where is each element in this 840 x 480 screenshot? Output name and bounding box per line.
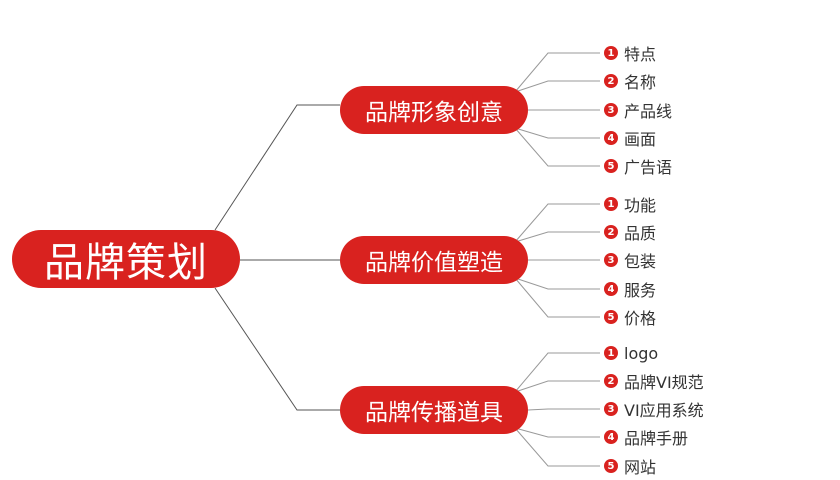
root-connector-1 <box>214 104 340 231</box>
leaf-item: 3 产品线 <box>604 99 672 121</box>
number-badge: 3 <box>604 402 618 416</box>
leaf-connector <box>514 427 600 438</box>
leaf-label: 品牌手册 <box>624 429 689 448</box>
number-badge: 1 <box>604 346 618 360</box>
number-badge: 3 <box>604 103 618 117</box>
number-badge: 4 <box>604 430 618 444</box>
leaf-connector <box>514 427 600 467</box>
leaf-item: 2 品质 <box>604 221 656 243</box>
leaf-label: logo <box>624 343 659 363</box>
leaf-label: VI应用系统 <box>624 401 704 420</box>
root-node: 品牌策划 <box>12 230 240 288</box>
leaf-connector <box>514 380 600 393</box>
leaf-connector <box>514 277 600 290</box>
leaf-connector <box>514 203 600 243</box>
leaf-connector <box>514 352 600 393</box>
leaf-item: 3 包装 <box>604 249 656 271</box>
leaf-label: 品牌VI规范 <box>624 373 704 392</box>
leaf-label: 特点 <box>624 45 657 64</box>
leaf-label: 网站 <box>624 458 657 477</box>
leaf-label: 包装 <box>624 252 657 271</box>
leaf-label: 广告语 <box>624 158 673 177</box>
number-badge: 1 <box>604 46 618 60</box>
root-connector-3 <box>214 287 340 411</box>
branch-node: 品牌价值塑造 <box>340 236 528 284</box>
leaf-item: 3 VI应用系统 <box>604 398 704 420</box>
leaf-label: 产品线 <box>624 102 673 121</box>
leaf-item: 2 品牌VI规范 <box>604 370 704 392</box>
leaf-connector <box>527 408 600 411</box>
leaf-item: 1 特点 <box>604 42 656 64</box>
leaf-label: 功能 <box>624 196 657 215</box>
leaf-label: 品质 <box>624 224 657 243</box>
leaf-item: 1 功能 <box>604 193 656 215</box>
leaf-item: 5 价格 <box>604 306 656 328</box>
branch-node: 品牌传播道具 <box>340 386 528 434</box>
leaf-item: 5 广告语 <box>604 155 672 177</box>
leaf-label: 价格 <box>624 309 657 328</box>
leaf-item: 4 品牌手册 <box>604 426 688 448</box>
number-badge: 4 <box>604 131 618 145</box>
number-badge: 5 <box>604 310 618 324</box>
leaf-connector <box>514 52 600 93</box>
leaf-connector <box>514 231 600 243</box>
leaf-label: 画面 <box>624 130 657 149</box>
leaf-item: 2 名称 <box>604 70 656 92</box>
leaf-item: 5 网站 <box>604 455 656 477</box>
leaf-connector <box>514 277 600 318</box>
number-badge: 2 <box>604 74 618 88</box>
leaf-label: 名称 <box>624 73 657 92</box>
number-badge: 5 <box>604 159 618 173</box>
number-badge: 4 <box>604 282 618 296</box>
number-badge: 2 <box>604 225 618 239</box>
leaf-label: 服务 <box>624 281 657 300</box>
number-badge: 1 <box>604 197 618 211</box>
branch-node: 品牌形象创意 <box>340 86 528 134</box>
number-badge: 2 <box>604 374 618 388</box>
leaf-connector <box>514 80 600 93</box>
leaf-item: 4 画面 <box>604 127 656 149</box>
number-badge: 3 <box>604 253 618 267</box>
number-badge: 5 <box>604 459 618 473</box>
leaf-item: 1 logo <box>604 342 658 364</box>
leaf-connector <box>514 127 600 139</box>
leaf-item: 4 服务 <box>604 278 656 300</box>
leaf-connector <box>514 127 600 167</box>
